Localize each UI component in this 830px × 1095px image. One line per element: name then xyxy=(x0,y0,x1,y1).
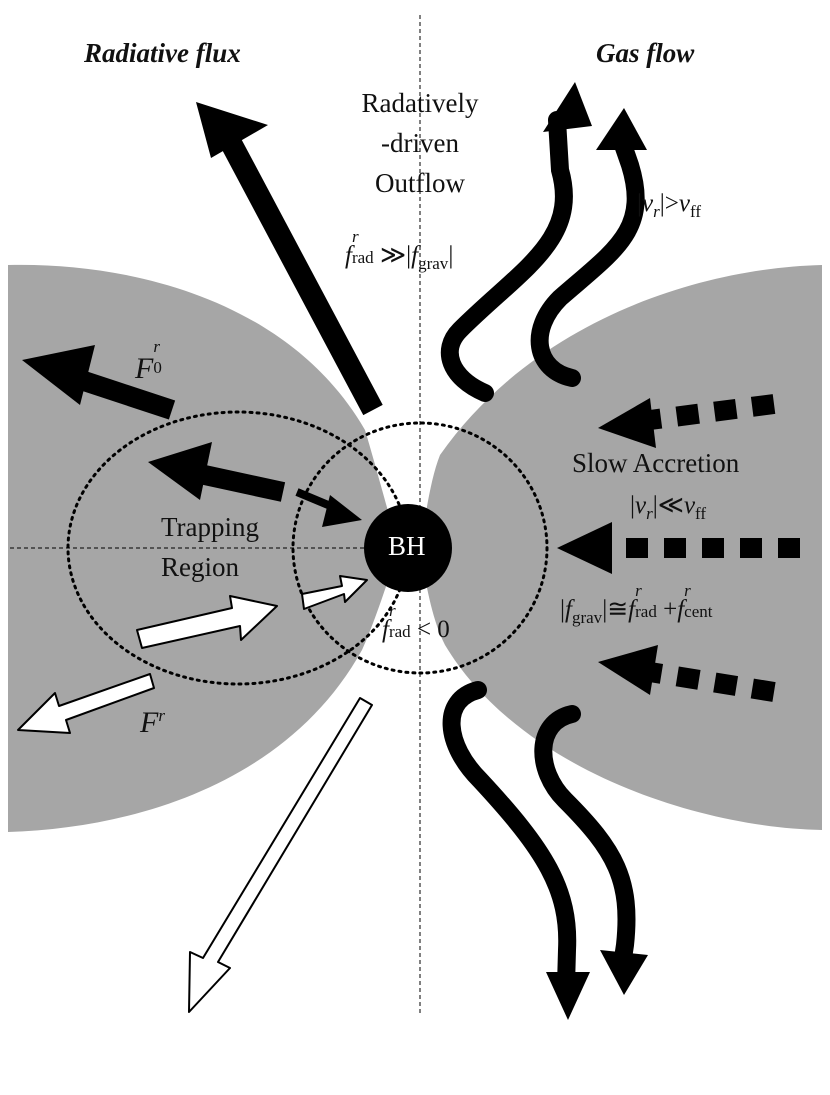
abs-open: | xyxy=(637,190,643,217)
accretion-arrow-top xyxy=(648,394,776,430)
outflow-label-line3: Outflow xyxy=(375,168,465,198)
gas-outflow-stream-inner xyxy=(530,133,645,387)
inner-region-circle xyxy=(291,421,549,675)
gas-lower-stream-outer xyxy=(442,681,577,994)
r-subscript: r xyxy=(653,202,660,221)
accretion-arrow-bottom xyxy=(648,662,776,702)
r-subscript: r xyxy=(646,504,653,523)
gas-lower-stream-outer-head xyxy=(546,972,590,1020)
f-symbol: f xyxy=(345,242,352,269)
trapped-flux-arrow-head xyxy=(148,442,212,500)
less-than-zero: < 0 xyxy=(416,616,450,643)
gas-outflow-stream-inner-head xyxy=(596,108,647,150)
abs-open: | xyxy=(630,492,636,519)
gas-lower-stream-inner xyxy=(534,705,636,974)
radiative-flux-arrow xyxy=(222,139,383,416)
plus-sign: + xyxy=(663,596,678,623)
ff-subscript: ff xyxy=(689,202,701,221)
greater-sign: > xyxy=(664,190,679,217)
black-hole-label: BH xyxy=(388,531,426,561)
gas-outflow-stream-outer-head xyxy=(543,82,592,132)
v-symbol: v xyxy=(683,492,696,519)
abs-close: | xyxy=(602,596,608,623)
abs-close: | xyxy=(652,492,658,519)
trapping-label-line2: Region xyxy=(161,552,239,582)
slow-accretion-label: Slow Accretion xyxy=(572,448,740,478)
white-escape-arrow xyxy=(188,697,373,1013)
white-inward-arrow-large xyxy=(136,595,278,649)
outflow-label-line1: Radatively xyxy=(361,88,479,118)
r-superscript: r xyxy=(158,706,165,725)
grav-subscript: grav xyxy=(571,608,603,627)
approx-equal-sign: ≅ xyxy=(607,596,629,623)
fr-label: Fr xyxy=(140,706,165,740)
gas-flow-header: Gas flow xyxy=(596,38,695,68)
accretion-arrow-mid-head xyxy=(557,522,612,574)
f-symbol: f xyxy=(382,616,389,643)
v-symbol: v xyxy=(678,190,690,217)
f-symbol: f xyxy=(565,596,572,623)
gas-outflow-stream-outer xyxy=(440,111,573,402)
inward-flux-arrow-head xyxy=(322,495,362,527)
ff-subscript: ff xyxy=(695,504,707,523)
f0-flux-arrow-head xyxy=(22,345,95,405)
abs-open: | xyxy=(560,596,566,623)
white-outward-arrow xyxy=(17,673,155,734)
v-symbol: v xyxy=(635,492,647,519)
grav-subscript: grav xyxy=(418,254,449,273)
black-hole-icon xyxy=(364,504,452,592)
abs-close: | xyxy=(659,190,665,217)
v-symbol: v xyxy=(642,190,654,217)
trapping-label-line1: Trapping xyxy=(160,512,260,542)
radiative-flux-arrow-head xyxy=(196,102,268,158)
f-symbol: f xyxy=(677,596,685,623)
F-symbol: F xyxy=(135,352,154,385)
outflow-label-line2: -driven xyxy=(381,128,459,158)
white-inward-arrow-small xyxy=(301,575,368,610)
f-symbol: f xyxy=(628,596,636,623)
outflow-velocity-relation: |vr|>vff xyxy=(637,190,701,222)
much-greater-sign: ≫ xyxy=(379,242,407,269)
gas-lower-stream-inner-head xyxy=(600,950,648,995)
f0-flux-arrow xyxy=(74,369,176,420)
trapped-flux-arrow xyxy=(197,464,286,502)
abs-close: | xyxy=(448,242,454,269)
abs-open: | xyxy=(406,242,412,269)
F-symbol: F xyxy=(140,706,159,739)
accretion-arrow-bottom-head xyxy=(598,645,658,695)
f-symbol: f xyxy=(411,242,419,269)
much-less-sign: ≪ xyxy=(657,492,684,519)
accretion-velocity-relation: |vr|≪vff xyxy=(630,490,706,524)
accretion-arrow-top-head xyxy=(598,398,656,448)
radiative-flux-header: Radiative flux xyxy=(84,38,241,68)
